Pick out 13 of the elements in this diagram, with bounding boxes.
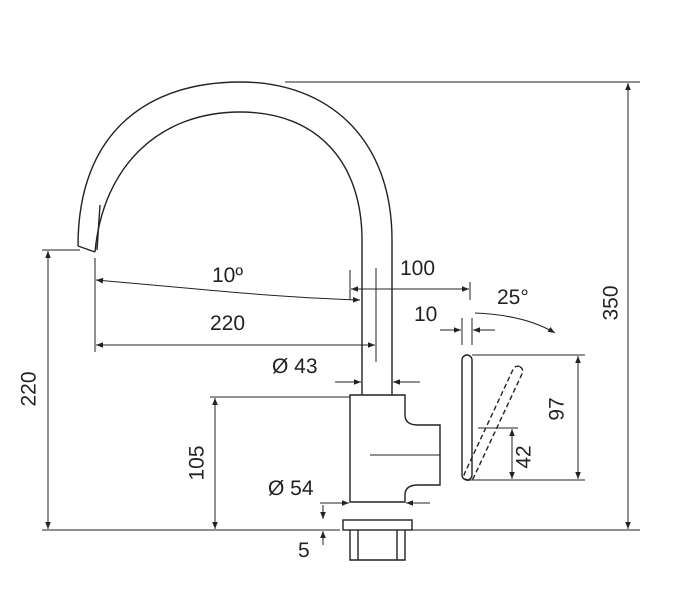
dimension-label: 220 [210,313,246,335]
dimension-label: Ø 43 [272,356,318,378]
dimension-label: 10 [414,304,438,326]
dimension-label: 100 [400,258,436,280]
dimension-label: 5 [298,540,310,562]
dimension-label: 97 [546,397,569,421]
dimension-label: 25° [497,287,529,309]
dimension-label: 220 [18,371,41,407]
dimension-label: Ø 54 [268,478,314,500]
dimension-label: 350 [600,285,623,321]
dimension-label: 42 [514,445,536,469]
dimension-label: 10º [212,265,244,287]
dimension-label: 105 [186,445,209,481]
